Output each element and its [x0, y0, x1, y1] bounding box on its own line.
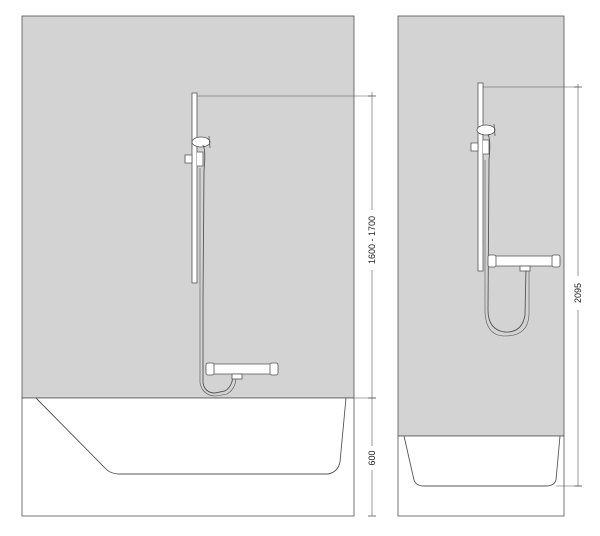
left-rail-height-label: 1600 - 1700: [367, 216, 377, 264]
left-shower-hose: [202, 144, 234, 394]
right-slider-bracket: [470, 139, 490, 155]
left-bathtub-outline: [35, 397, 347, 475]
left-hand-shower: [191, 136, 211, 148]
left-tub-height-label: 600: [367, 450, 377, 465]
right-shower-rail: [477, 82, 484, 272]
right-thermostat-mixer: [487, 254, 561, 272]
right-tub-front-panel: [397, 435, 565, 517]
right-bathtub-outline: [403, 435, 561, 487]
right-total-dimension: 2095: [483, 84, 586, 487]
right-hand-shower-face: [493, 123, 496, 137]
bathtub-scene: 1600 - 1700 600: [21, 15, 380, 517]
left-tub-dimension: 600: [364, 398, 380, 517]
left-shower-hose-inner: [199, 168, 237, 397]
left-wall-panel: [21, 15, 355, 399]
left-slider-bracket: [184, 151, 204, 167]
left-shower-rail: [191, 92, 198, 284]
left-thermostat-mixer: [205, 362, 279, 380]
left-rail-dimension: 1600 - 1700: [197, 92, 380, 399]
right-hand-shower: [476, 124, 496, 136]
shower-scene: 2095: [397, 15, 586, 517]
left-hand-shower-face: [208, 135, 211, 149]
left-tub-front-panel: [21, 397, 355, 517]
right-total-height-label: 2095: [573, 283, 583, 303]
right-shower-hose: [487, 133, 527, 333]
right-shower-hose-inner: [484, 160, 530, 337]
